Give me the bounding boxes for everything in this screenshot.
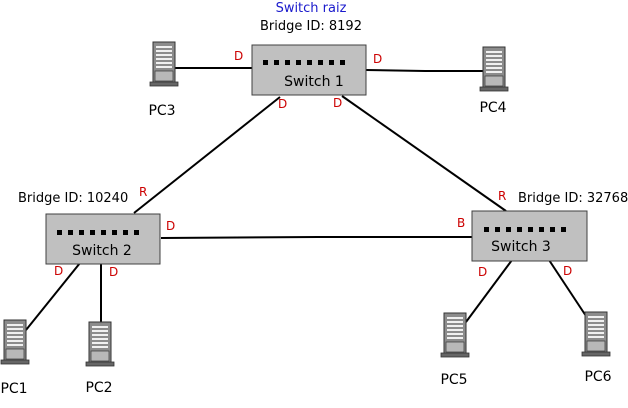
pc-4[interactable]: PC4 xyxy=(479,46,509,116)
pc-3-label: PC3 xyxy=(148,103,175,119)
network-switch-icon xyxy=(471,210,588,262)
pc-1-label: PC1 xyxy=(0,381,27,397)
pc-5-label: PC5 xyxy=(440,372,467,388)
network-switch-icon xyxy=(45,213,161,265)
port-role-labels: D D D D R D D D R B D D xyxy=(54,49,572,279)
switch-2-name: Switch 2 xyxy=(72,243,132,259)
tower-computer-icon xyxy=(0,319,30,365)
switch-3[interactable]: Switch 3 xyxy=(471,210,588,262)
network-switch-icon xyxy=(251,44,367,96)
link-sw3-pc5 xyxy=(465,259,513,323)
port-sw1-pc4: D xyxy=(373,52,382,66)
port-sw1-sw3: D xyxy=(333,96,342,110)
tower-computer-icon xyxy=(581,311,611,357)
link-sw2-sw3 xyxy=(160,236,472,239)
port-sw2-sw1: R xyxy=(139,185,147,199)
switch-3-name: Switch 3 xyxy=(491,239,551,255)
link-sw3-pc6 xyxy=(548,259,587,317)
pc-3[interactable]: PC3 xyxy=(148,41,179,119)
pc-4-label: PC4 xyxy=(479,100,506,116)
pc-1[interactable]: PC1 xyxy=(0,319,30,397)
switch-2[interactable]: Switch 2 xyxy=(45,213,161,265)
tower-computer-icon xyxy=(440,312,470,358)
pc-5[interactable]: PC5 xyxy=(440,312,470,388)
port-sw3-pc5: D xyxy=(478,265,487,279)
links xyxy=(25,67,587,331)
switch-1-name: Switch 1 xyxy=(284,74,344,90)
port-sw1-pc3: D xyxy=(234,49,243,63)
link-sw1-pc4 xyxy=(365,69,485,72)
sw2-bridge-id: Bridge ID: 10240 xyxy=(18,191,128,206)
link-sw2-pc1 xyxy=(25,262,81,331)
link-sw1-sw3 xyxy=(341,95,507,212)
port-sw2-pc2: D xyxy=(109,265,118,279)
pc-2-label: PC2 xyxy=(85,380,112,396)
port-sw3-sw1: R xyxy=(498,189,506,203)
tower-computer-icon xyxy=(149,41,179,87)
switch-1[interactable]: Switch 1 xyxy=(251,44,367,96)
sw3-bridge-id: Bridge ID: 32768 xyxy=(518,191,628,206)
root-switch-label: Switch raiz xyxy=(276,1,347,16)
pc-2[interactable]: PC2 xyxy=(85,321,115,396)
pc-6[interactable]: PC6 xyxy=(581,311,612,385)
pc-6-label: PC6 xyxy=(584,369,611,385)
port-sw3-sw2: B xyxy=(457,216,465,230)
port-sw3-pc6: D xyxy=(563,264,572,278)
sw1-bridge-id: Bridge ID: 8192 xyxy=(260,19,362,34)
port-sw2-sw3: D xyxy=(166,219,175,233)
link-sw1-sw2 xyxy=(133,96,281,214)
tower-computer-icon xyxy=(479,46,509,92)
port-sw1-sw2: D xyxy=(278,97,287,111)
port-sw2-pc1: D xyxy=(54,264,63,278)
tower-computer-icon xyxy=(85,321,115,367)
